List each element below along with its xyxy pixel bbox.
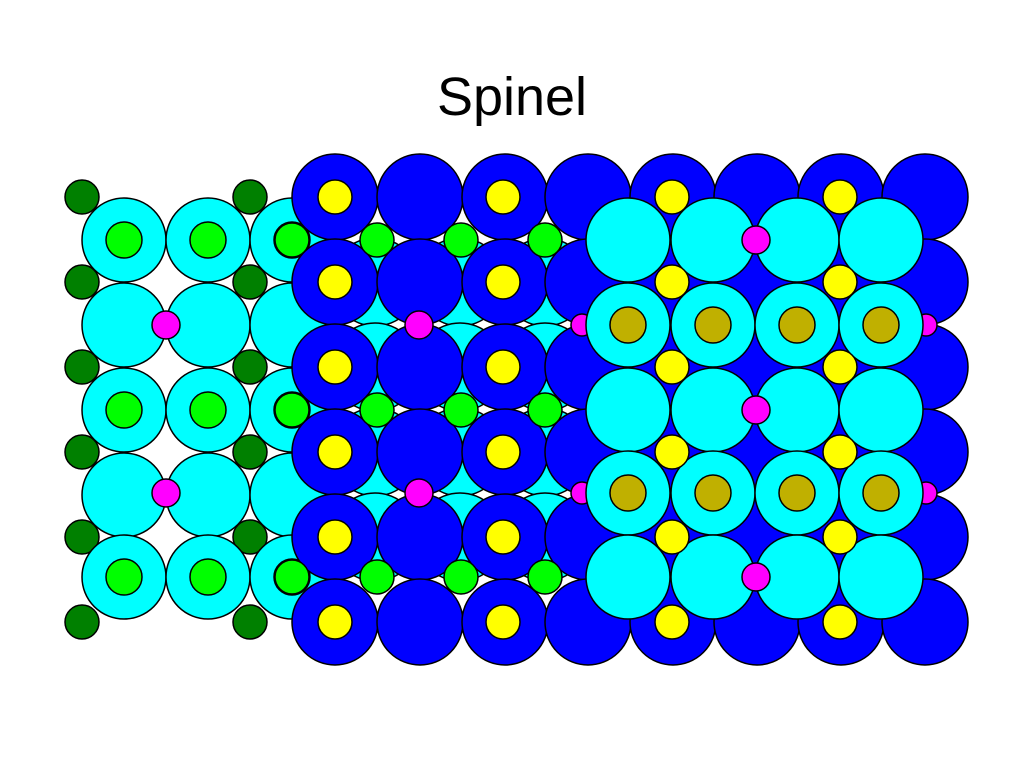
green-atom: [105, 221, 143, 259]
green-atom: [527, 392, 563, 428]
green-atom: [527, 222, 563, 258]
magenta-atom: [741, 225, 771, 255]
green-atom: [189, 221, 227, 259]
yellow-atom: [485, 604, 521, 640]
green-atom: [105, 391, 143, 429]
cyan-atom: [838, 197, 924, 283]
slide-title: Spinel: [436, 67, 588, 127]
yellow-atom: [485, 179, 521, 215]
green-atom: [274, 392, 310, 428]
green-atom: [105, 558, 143, 596]
yellow-atom: [654, 604, 690, 640]
yellow-atom: [654, 179, 690, 215]
cyan-atom: [585, 197, 671, 283]
green-atom: [189, 558, 227, 596]
yellow-atom: [485, 264, 521, 300]
yellow-atom: [654, 264, 690, 300]
green-atom: [443, 222, 479, 258]
yellow-atom: [822, 264, 858, 300]
dark-green-atom: [64, 604, 100, 640]
green-atom: [359, 392, 395, 428]
dark-green-atom: [232, 349, 268, 385]
yellow-atom: [317, 264, 353, 300]
blue-atom: [376, 578, 464, 666]
yellow-atom: [485, 434, 521, 470]
cyan-atom: [585, 534, 671, 620]
green-atom: [527, 559, 563, 595]
olive-atom: [778, 306, 816, 344]
olive-atom: [694, 306, 732, 344]
green-atom: [443, 392, 479, 428]
yellow-atom: [317, 519, 353, 555]
green-atom: [443, 559, 479, 595]
cyan-atom: [585, 367, 671, 453]
dark-green-atom: [232, 179, 268, 215]
dark-green-atom: [64, 179, 100, 215]
yellow-atom: [317, 179, 353, 215]
yellow-atom: [822, 349, 858, 385]
cyan-atom: [838, 534, 924, 620]
olive-atom: [862, 306, 900, 344]
olive-atom: [609, 306, 647, 344]
dark-green-atom: [64, 434, 100, 470]
green-atom: [274, 559, 310, 595]
yellow-atom: [317, 604, 353, 640]
green-atom: [359, 222, 395, 258]
dark-green-atom: [64, 264, 100, 300]
yellow-atom: [485, 519, 521, 555]
magenta-atom: [404, 310, 434, 340]
green-atom: [274, 222, 310, 258]
layer-right-cyan-atoms: [585, 197, 924, 620]
dark-green-atom: [232, 519, 268, 555]
yellow-atom: [822, 179, 858, 215]
magenta-atom: [741, 395, 771, 425]
dark-green-atom: [64, 519, 100, 555]
magenta-atom: [151, 478, 181, 508]
olive-atom: [694, 474, 732, 512]
yellow-atom: [317, 349, 353, 385]
green-atom: [359, 559, 395, 595]
yellow-atom: [654, 349, 690, 385]
magenta-atom: [741, 562, 771, 592]
olive-atom: [862, 474, 900, 512]
yellow-atom: [822, 604, 858, 640]
yellow-atom: [822, 519, 858, 555]
dark-green-atom: [64, 349, 100, 385]
magenta-atom: [151, 310, 181, 340]
yellow-atom: [822, 434, 858, 470]
yellow-atom: [654, 434, 690, 470]
yellow-atom: [654, 519, 690, 555]
yellow-atom: [485, 349, 521, 385]
yellow-atom: [317, 434, 353, 470]
dark-green-atom: [232, 434, 268, 470]
dark-green-atom: [232, 264, 268, 300]
dark-green-atom: [232, 604, 268, 640]
olive-atom: [609, 474, 647, 512]
green-atom: [189, 391, 227, 429]
olive-atom: [778, 474, 816, 512]
magenta-atom: [404, 478, 434, 508]
